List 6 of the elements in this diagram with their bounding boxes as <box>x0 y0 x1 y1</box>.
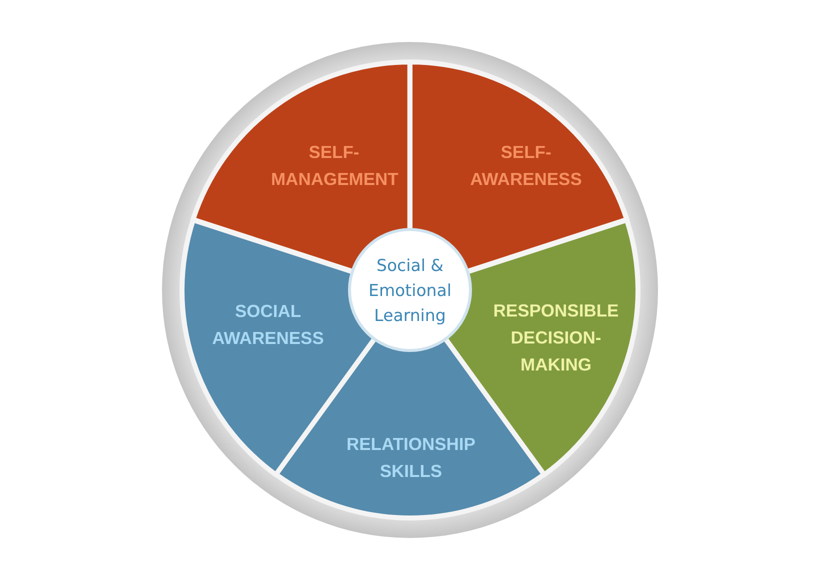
segment-label: RELATIONSHIP SKILLS <box>345 433 476 483</box>
segment-label: SELF-AWARENESS <box>469 141 583 191</box>
segment-label: SOCIAL AWARENESS <box>211 300 325 350</box>
segment-label: SELF-MANAGEMENT <box>270 141 397 191</box>
segment-label: RESPONSIBLE DECISION-MAKING <box>492 299 620 376</box>
center-label: Social & Emotional Learning <box>368 254 452 326</box>
